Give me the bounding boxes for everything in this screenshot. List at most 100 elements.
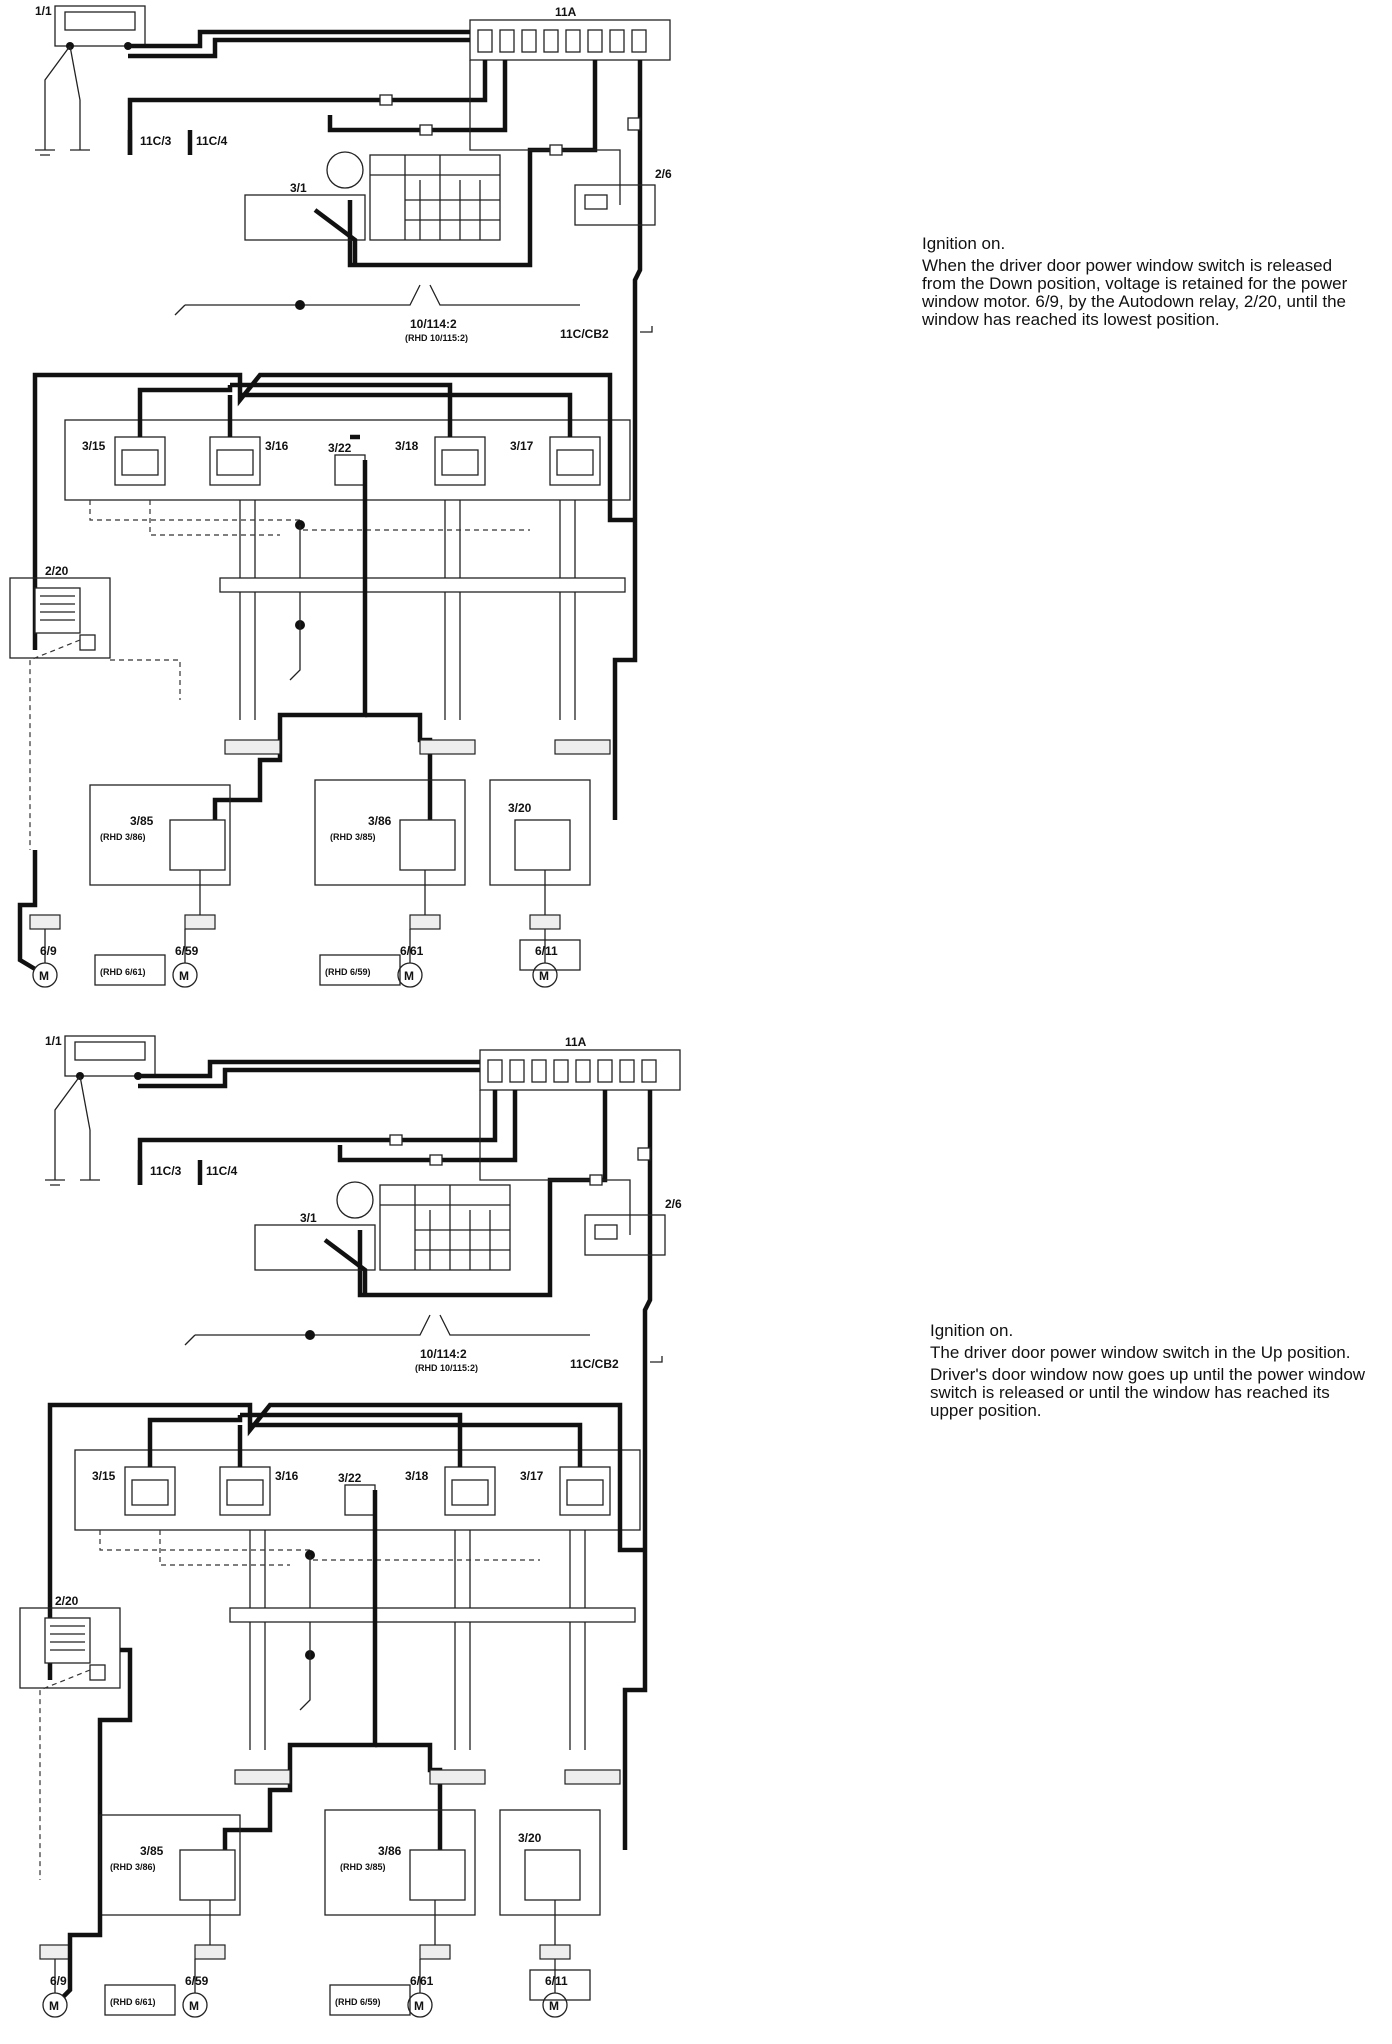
connector-block-mid xyxy=(419,739,476,755)
label-ground-point-rhd: (RHD 10/115:2) xyxy=(405,333,468,343)
connector-block-left xyxy=(224,739,281,755)
wiring-diagram-svg: 1/1 11A 11C/3 11C/4 3/1 2/6 10/114:2 (RH… xyxy=(9,4,672,988)
label-rear-sw-mid-rhd: (RHD 3/85) xyxy=(340,1862,386,1872)
label-conn-a: 11C/3 xyxy=(150,1164,182,1178)
relay-2-6 xyxy=(584,1214,666,1256)
driver-door-switch-panel xyxy=(74,1449,641,1531)
label-motor-2-rhd: (RHD 6/61) xyxy=(100,967,146,977)
label-motor-4: 6/11 xyxy=(545,1974,568,1988)
label-relay-right: 2/6 xyxy=(655,167,672,181)
label-sw-c: 3/22 xyxy=(328,441,352,455)
motor-6-59: M xyxy=(172,962,198,988)
window-switch-3-16 xyxy=(219,1466,271,1516)
window-switch-3-22 xyxy=(344,1484,376,1516)
ignition-switch-table xyxy=(379,1184,511,1271)
motor-6-59: M xyxy=(182,1992,208,2018)
label-motor-1: 6/9 xyxy=(40,944,57,958)
battery-terminal-box xyxy=(54,5,146,47)
svg-text:M: M xyxy=(49,1999,59,2013)
window-switch-3-16 xyxy=(209,436,261,486)
label-motor-3: 6/61 xyxy=(400,944,424,958)
connector-block-left xyxy=(234,1769,291,1785)
wiring-diagram-svg: 1/1 11A 11C/3 11C/4 3/1 2/6 10/114:2 (RH… xyxy=(19,1034,682,2018)
ignition-switch-3-1 xyxy=(244,194,366,241)
label-circuit-breaker: 11C/CB2 xyxy=(560,327,609,341)
rear-switch-box-left xyxy=(89,784,231,886)
rear-switch-box-right xyxy=(489,779,591,886)
label-conn-b: 11C/4 xyxy=(196,134,228,148)
window-switch-3-22 xyxy=(334,454,366,486)
label-sw-e: 3/17 xyxy=(510,439,534,453)
label-sw-d: 3/18 xyxy=(405,1469,429,1483)
label-conn-a: 11C/3 xyxy=(140,134,172,148)
svg-text:M: M xyxy=(539,969,549,983)
label-rear-sw-mid: 3/86 xyxy=(368,814,392,828)
ignition-switch-3-1 xyxy=(254,1224,376,1271)
label-circuit-breaker: 11C/CB2 xyxy=(570,1357,619,1371)
window-switch-3-17 xyxy=(559,1466,611,1516)
svg-text:M: M xyxy=(404,969,414,983)
autodown-relay-2-20 xyxy=(9,577,111,659)
connector-block-mid xyxy=(429,1769,486,1785)
wiring-diagram-autodown: 1/1 11A 11C/3 11C/4 3/1 2/6 10/114:2 (RH… xyxy=(0,0,700,1010)
svg-text:M: M xyxy=(179,969,189,983)
label-ground-point-rhd: (RHD 10/115:2) xyxy=(415,1363,478,1373)
ignition-lock-icon xyxy=(336,1181,374,1219)
label-fuse-box: 11A xyxy=(565,1035,587,1049)
label-motor-4: 6/11 xyxy=(535,944,558,958)
wiring-diagram-window-up: 1/1 11A 11C/3 11C/4 3/1 2/6 10/114:2 (RH… xyxy=(10,1030,710,2040)
relay-2-6 xyxy=(574,184,656,226)
svg-text:M: M xyxy=(39,969,49,983)
rear-switch-box-right xyxy=(499,1809,601,1916)
driver-door-switch-panel xyxy=(64,419,631,501)
connector-bar xyxy=(219,577,626,593)
label-rear-sw-left-rhd: (RHD 3/86) xyxy=(100,832,146,842)
label-autodown-relay: 2/20 xyxy=(55,1594,79,1608)
label-ground-terminal: 1/1 xyxy=(35,4,52,18)
label-fuse-box: 11A xyxy=(555,5,577,19)
label-motor-2: 6/59 xyxy=(185,1974,209,1988)
description-line: Driver's door window now goes up until t… xyxy=(930,1365,1366,1420)
svg-text:M: M xyxy=(414,1999,424,2013)
label-ground-terminal: 1/1 xyxy=(45,1034,62,1048)
fuse-row xyxy=(487,1059,657,1083)
label-ground-point: 10/114:2 xyxy=(420,1347,467,1361)
rear-switch-box-left xyxy=(99,1814,241,1916)
label-rear-sw-right: 3/20 xyxy=(508,801,532,815)
label-ground-point: 10/114:2 xyxy=(410,317,457,331)
window-switch-3-15 xyxy=(124,1466,176,1516)
window-switch-3-18 xyxy=(444,1466,496,1516)
motor-6-61: M xyxy=(407,1992,433,2018)
description-window-up: Ignition on. The driver door power windo… xyxy=(930,1322,1370,1424)
label-rear-sw-left-rhd: (RHD 3/86) xyxy=(110,1862,156,1872)
window-switch-3-18 xyxy=(434,436,486,486)
label-sw-e: 3/17 xyxy=(520,1469,544,1483)
description-autodown: Ignition on. When the driver door power … xyxy=(922,235,1362,333)
label-conn-b: 11C/4 xyxy=(206,1164,238,1178)
label-sw-c: 3/22 xyxy=(338,1471,362,1485)
description-line: The driver door power window switch in t… xyxy=(930,1343,1351,1362)
label-motor-3: 6/61 xyxy=(410,1974,434,1988)
battery-terminal-box xyxy=(64,1035,156,1077)
svg-text:M: M xyxy=(189,1999,199,2013)
window-switch-3-17 xyxy=(549,436,601,486)
label-sw-d: 3/18 xyxy=(395,439,419,453)
svg-text:M: M xyxy=(549,1999,559,2013)
label-motor-2: 6/59 xyxy=(175,944,199,958)
label-motor-1: 6/9 xyxy=(50,1974,67,1988)
motor-6-11: M xyxy=(542,1992,568,2018)
rear-switch-box-mid xyxy=(324,1809,476,1916)
description-line: Ignition on. xyxy=(930,1321,1014,1340)
label-rear-sw-mid-rhd: (RHD 3/85) xyxy=(330,832,376,842)
window-switch-3-15 xyxy=(114,436,166,486)
ignition-lock-icon xyxy=(326,151,364,189)
label-rear-sw-right: 3/20 xyxy=(518,1831,542,1845)
label-rear-sw-mid: 3/86 xyxy=(378,1844,402,1858)
motor-6-9: M xyxy=(32,962,58,988)
label-sw-a: 3/15 xyxy=(92,1469,116,1483)
ignition-switch-table xyxy=(369,154,501,241)
connector-block-right xyxy=(564,1769,621,1785)
connector-bar xyxy=(229,1607,636,1623)
label-relay-right: 2/6 xyxy=(665,1197,682,1211)
rear-switch-box-mid xyxy=(314,779,466,886)
